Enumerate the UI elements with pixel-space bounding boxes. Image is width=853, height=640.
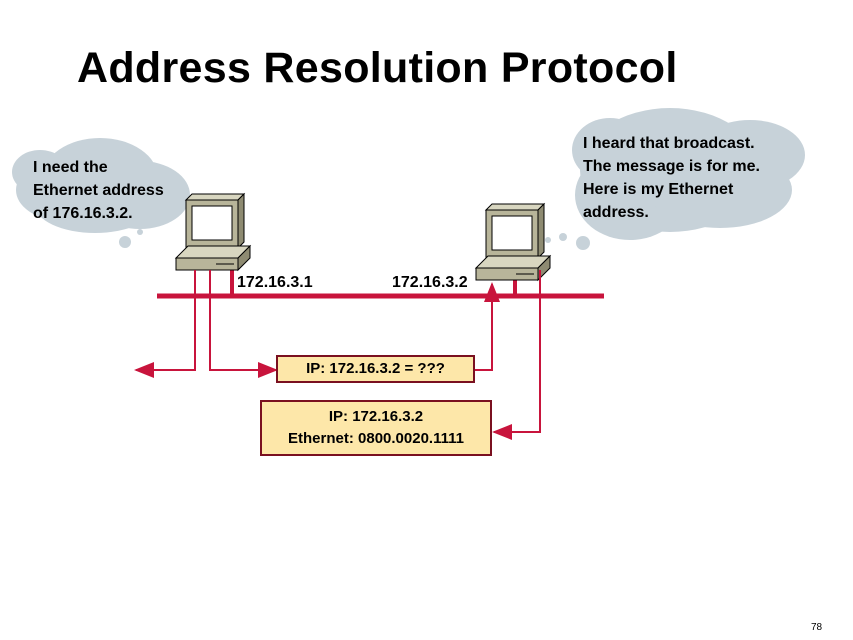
right-thought-cloud	[545, 108, 805, 250]
right-bubble-line: Here is my Ethernet	[583, 181, 734, 198]
arp-request-text: IP: 172.16.3.2 = ???	[306, 360, 445, 377]
host-1-ip-label: 172.16.3.1	[237, 274, 313, 291]
broadcast-right-arrow	[209, 270, 278, 378]
arp-reply-ip: IP: 172.16.3.2	[328, 408, 424, 425]
reply-arrow	[492, 270, 541, 440]
page-title: Address Resolution Protocol	[77, 44, 678, 92]
host-2-ip-label: 172.16.3.2	[392, 274, 468, 291]
request-to-host-2-arrow	[475, 282, 500, 371]
page-number: 78	[811, 622, 823, 633]
left-bubble-text: I need the Ethernet address of 176.16.3.…	[33, 156, 164, 225]
broadcast-left-arrow	[134, 270, 196, 378]
right-bubble-line: The message is for me.	[583, 158, 760, 175]
right-bubble-text: I heard that broadcast. The message is f…	[583, 132, 760, 224]
arp-request-box: IP: 172.16.3.2 = ???	[276, 355, 475, 383]
arp-reply-ethernet: Ethernet: 0800.0020.1111	[288, 430, 464, 447]
computer-icon	[174, 192, 252, 272]
computer-icon	[474, 202, 552, 282]
left-thought-cloud	[12, 138, 190, 248]
arp-reply-box: IP: 172.16.3.2 Ethernet: 0800.0020.1111	[260, 400, 492, 456]
right-bubble-line: address.	[583, 204, 649, 221]
right-bubble-line: I heard that broadcast.	[583, 135, 755, 152]
left-bubble-line: of 176.16.3.2.	[33, 205, 133, 222]
left-bubble-line: I need the	[33, 159, 108, 176]
left-bubble-line: Ethernet address	[33, 182, 164, 199]
